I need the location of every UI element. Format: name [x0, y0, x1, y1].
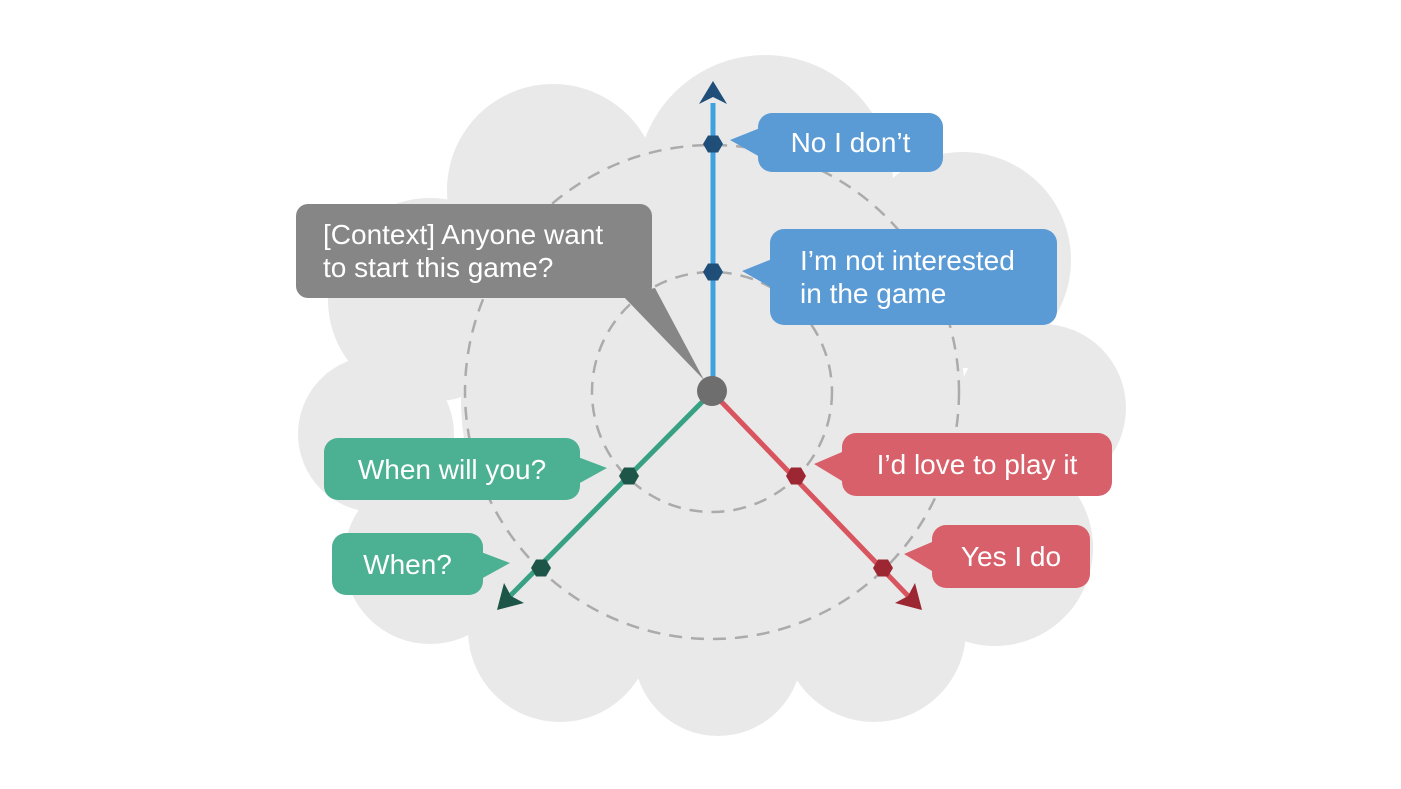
positive-inner-point	[786, 467, 806, 485]
negative-outer-bubble-text: No I don’t	[790, 127, 911, 158]
question-outer-bubble: When?	[332, 533, 510, 595]
inner-dashed-circle	[590, 270, 834, 514]
positive-inner-bubble-tail	[814, 452, 842, 481]
negative-inner-bubble-tail	[742, 259, 772, 288]
axis-negative	[699, 81, 727, 391]
positive-inner-bubble-text: I’d love to play it	[876, 449, 1078, 480]
context-bubble-line1: [Context] Anyone want	[323, 219, 604, 250]
context-bubble-line2: to start this game?	[323, 252, 554, 283]
axis-question	[497, 390, 714, 610]
negative-inner-bubble-line2: in the game	[800, 278, 947, 309]
negative-inner-point	[703, 263, 723, 281]
positive-inner-bubble: I’d love to play it	[814, 433, 1112, 496]
question-inner-bubble: When will you?	[324, 438, 607, 500]
positive-outer-bubble-tail	[904, 542, 932, 571]
outer-dashed-circle	[463, 143, 961, 641]
question-outer-point	[531, 559, 551, 577]
axis-positive	[710, 390, 922, 610]
question-outer-bubble-text: When?	[363, 548, 452, 580]
question-inner-bubble-tail	[578, 457, 607, 484]
context-bubble-tail	[622, 288, 704, 380]
dashed-circles	[463, 143, 961, 641]
question-inner-bubble-text: When will you?	[357, 453, 547, 485]
positive-outer-point	[873, 559, 893, 577]
positive-outer-bubble: Yes I do	[904, 525, 1090, 588]
negative-outer-point	[703, 135, 723, 153]
negative-inner-bubble-line1: I’m not interested	[800, 245, 1015, 276]
positive-axis-arrowhead	[895, 583, 922, 610]
question-inner-point	[619, 467, 639, 485]
negative-outer-bubble: No I don’t	[730, 113, 943, 172]
negative-inner-bubble: I’m not interested in the game	[742, 229, 1057, 325]
positive-outer-bubble-text: Yes I do	[960, 541, 1062, 572]
question-axis-arrowhead	[497, 583, 524, 610]
center-dot	[697, 376, 727, 406]
question-outer-bubble-tail	[481, 552, 510, 579]
negative-axis-arrowhead	[699, 81, 727, 104]
context-bubble: [Context] Anyone want to start this game…	[296, 204, 652, 298]
negative-outer-bubble-tail	[730, 128, 760, 157]
